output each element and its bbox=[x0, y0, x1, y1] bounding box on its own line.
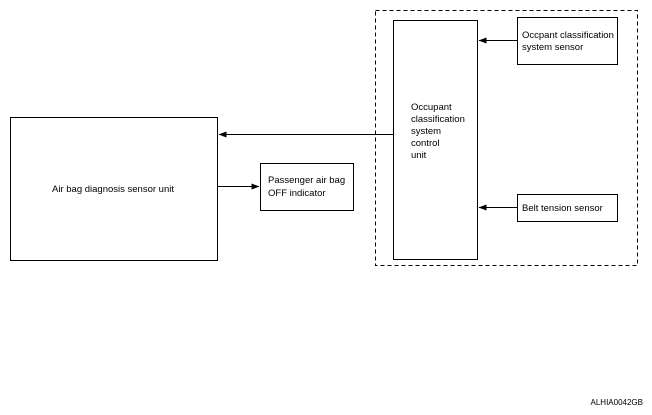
occupant-sensor-rect bbox=[517, 17, 618, 65]
occupant-sensor-label-line-1: Occpant classification bbox=[522, 30, 614, 41]
passenger-indicator-label-line-2: OFF indicator bbox=[268, 188, 326, 199]
occupant-control-unit-label-line-1: Occupant bbox=[411, 102, 452, 113]
passenger-indicator-box: Passenger air bag OFF indicator bbox=[260, 163, 354, 211]
occupant-control-unit-box: Occupant classification system control u… bbox=[393, 20, 478, 260]
passenger-indicator-label-line-1: Passenger air bag bbox=[268, 175, 345, 186]
belt-sensor-label: Belt tension sensor bbox=[522, 203, 603, 214]
passenger-indicator-rect bbox=[260, 163, 354, 211]
occupant-control-unit-rect bbox=[393, 20, 478, 260]
belt-tension-sensor-box: Belt tension sensor bbox=[517, 194, 618, 222]
occupant-system-enclosure bbox=[375, 10, 638, 266]
occupant-sensor-label-line-2: system sensor bbox=[522, 42, 583, 53]
air-bag-diagnosis-sensor-unit-box: Air bag diagnosis sensor unit bbox=[10, 117, 218, 261]
occupant-sensor-box: Occpant classification system sensor bbox=[517, 17, 618, 65]
air-bag-unit-rect bbox=[10, 117, 218, 261]
occupant-control-unit-label-line-3: system bbox=[411, 126, 441, 137]
occupant-control-unit-label-line-4: control bbox=[411, 138, 440, 149]
air-bag-unit-label: Air bag diagnosis sensor unit bbox=[52, 184, 174, 195]
occupant-control-unit-label-line-2: classification bbox=[411, 114, 465, 125]
belt-sensor-rect bbox=[517, 194, 618, 222]
reference-code: ALHIA0042GB bbox=[591, 398, 643, 407]
occupant-control-unit-label-line-5: unit bbox=[411, 150, 427, 161]
